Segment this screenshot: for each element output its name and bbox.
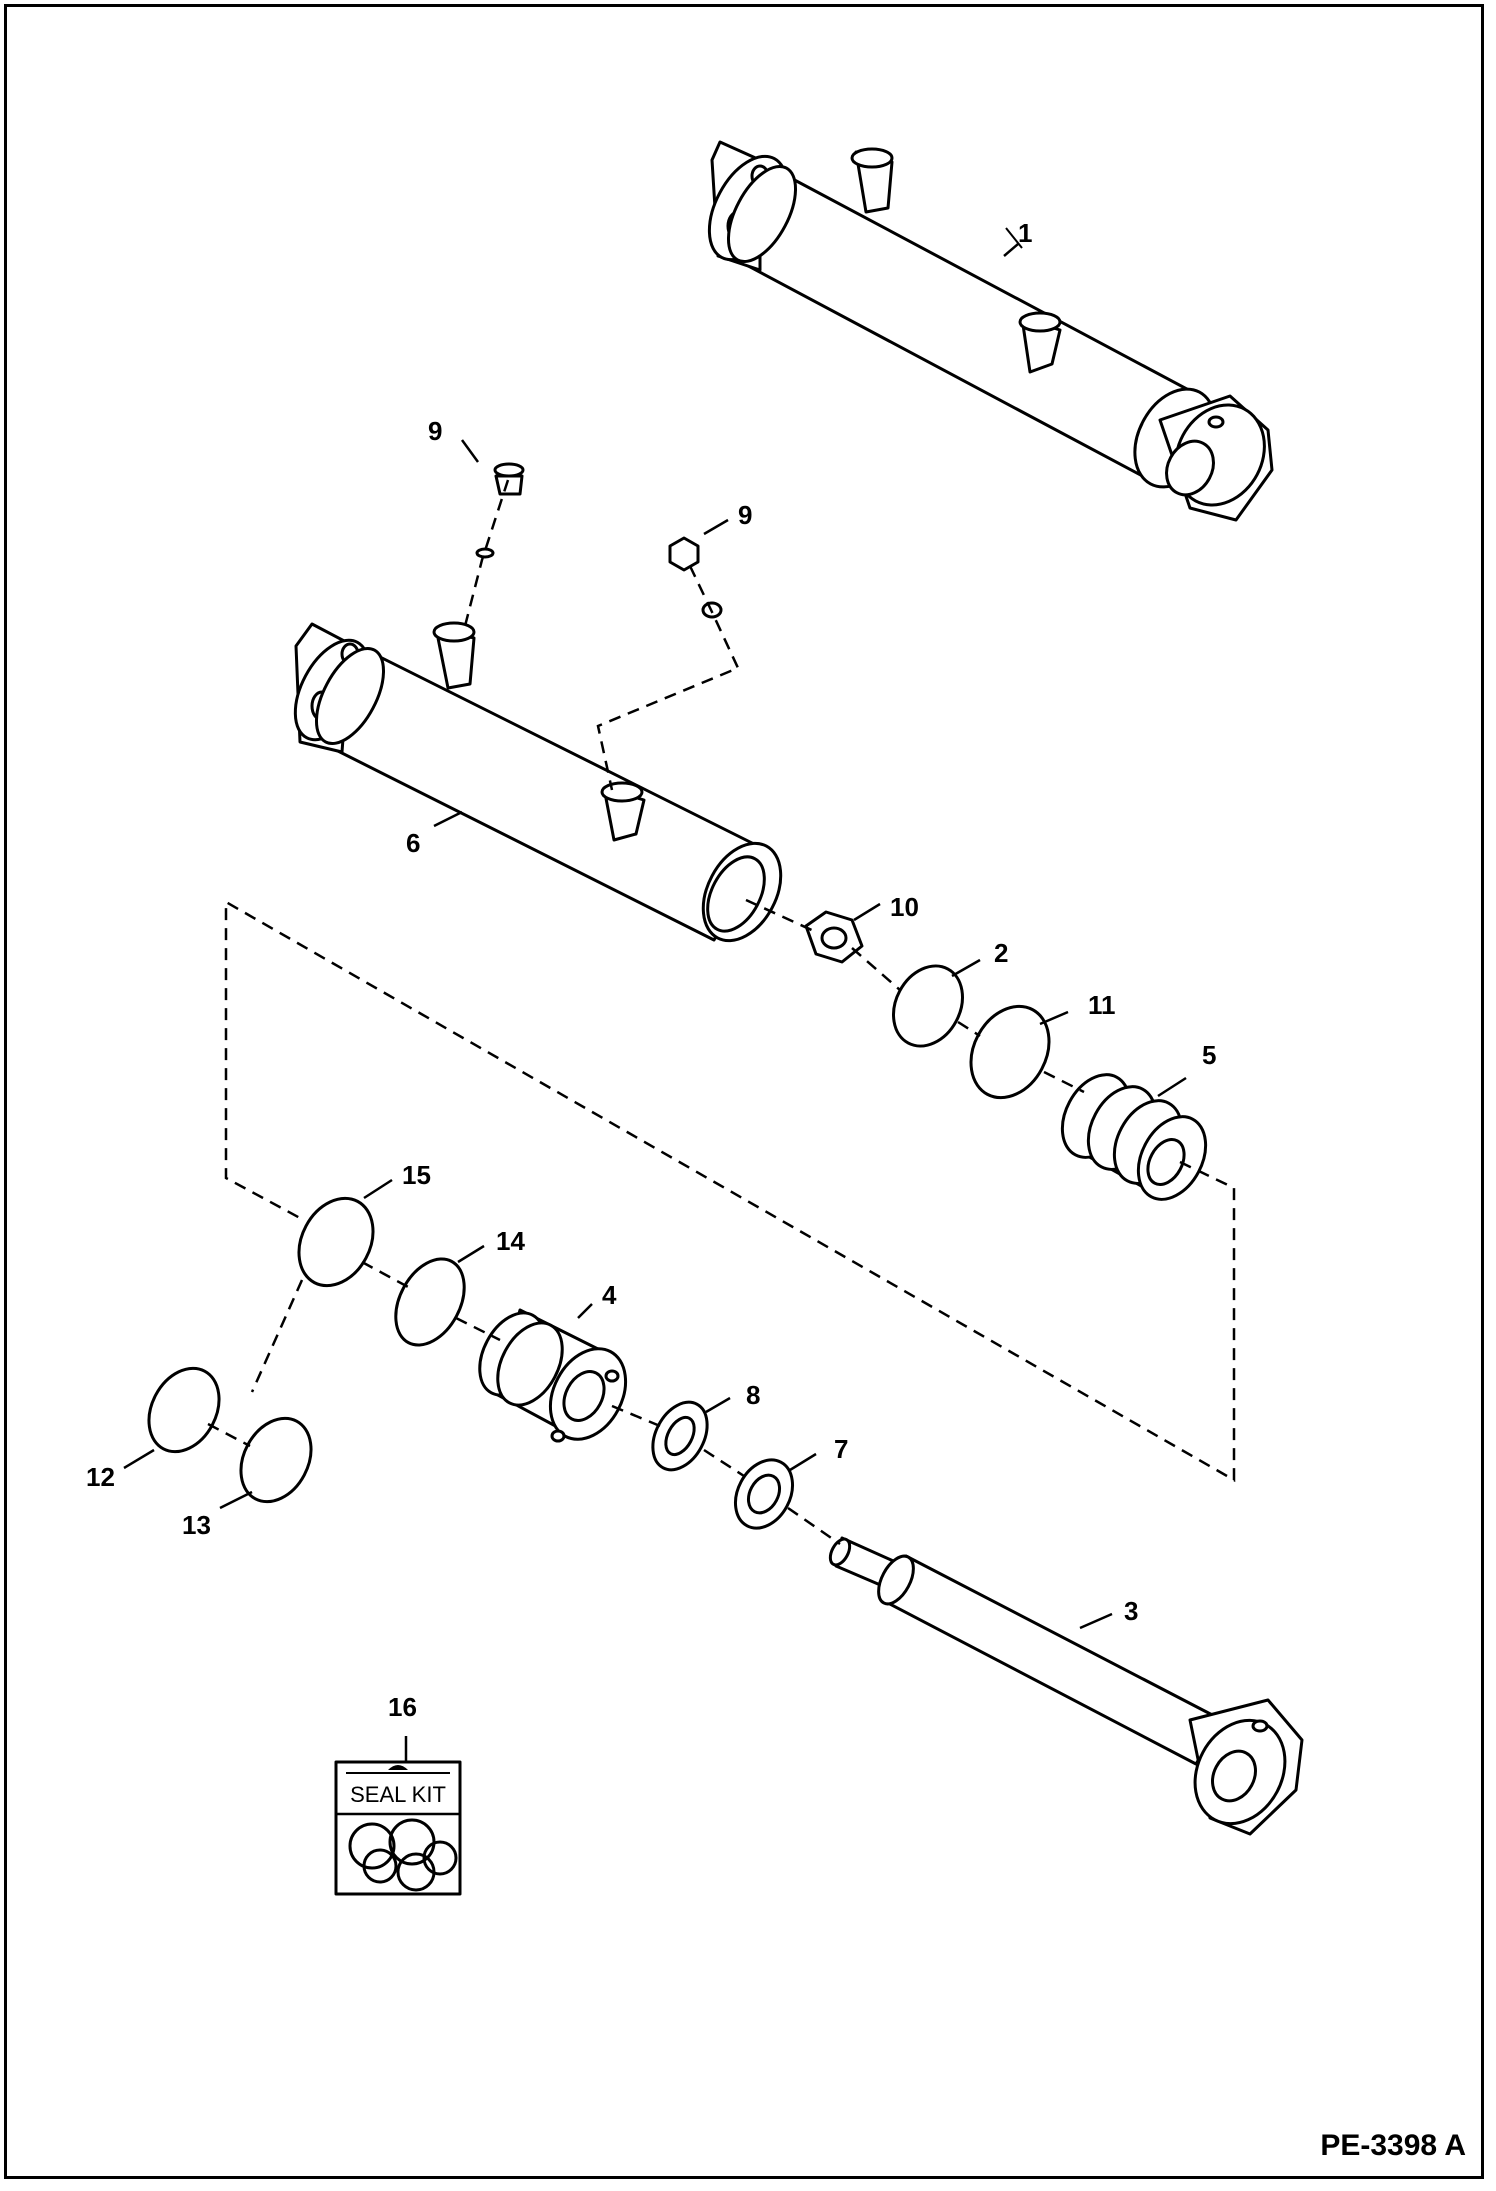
plug-lower	[668, 536, 723, 619]
drawing-frame	[4, 4, 1484, 2179]
callout-6: 6	[406, 828, 420, 858]
callout-16: 16	[388, 1692, 417, 1722]
callout-10: 10	[890, 892, 919, 922]
callout-14: 14	[496, 1226, 525, 1256]
ring-part-14	[394, 1257, 466, 1347]
callout-4: 4	[602, 1280, 617, 1310]
callout-9-upper: 9	[428, 416, 442, 446]
callout-5: 5	[1202, 1040, 1216, 1070]
ring-part-12	[147, 1366, 221, 1454]
assembly-lines	[207, 479, 1236, 1546]
callout-9-lower: 9	[738, 500, 752, 530]
seal-part-7-inner	[746, 1473, 782, 1515]
figure-identifier: PE-3398 A	[1320, 2129, 1466, 2162]
ring-part-2	[892, 964, 964, 1048]
callout-12: 12	[86, 1462, 115, 1492]
piston-rod	[828, 1536, 1304, 1836]
plug-upper	[475, 462, 525, 559]
callout-11: 11	[1088, 990, 1116, 1020]
lock-nut	[804, 910, 864, 964]
ring-part-15	[297, 1196, 375, 1288]
seal-kit-label: SEAL KIT	[350, 1782, 446, 1807]
piston	[1060, 1073, 1208, 1201]
ring-part-11	[969, 1004, 1051, 1100]
gland	[478, 1308, 628, 1443]
callout-13: 13	[182, 1510, 211, 1540]
cylinder-barrel	[293, 621, 783, 943]
assembled-cylinder	[707, 140, 1274, 522]
callout-7: 7	[834, 1434, 848, 1464]
seal-part-8-inner	[664, 1415, 696, 1457]
leader-lines	[123, 243, 1187, 1762]
callout-8: 8	[746, 1380, 760, 1410]
callout-2: 2	[994, 938, 1008, 968]
callout-3: 3	[1124, 1596, 1138, 1626]
callout-15: 15	[402, 1160, 431, 1190]
callout-numbers: 1 9 9 6 10 2 11 5 15 14 4 8 7 3 16 12 13…	[86, 218, 1216, 1807]
callout-1: 1	[1018, 218, 1032, 248]
seal-kit-package	[334, 1760, 462, 1896]
